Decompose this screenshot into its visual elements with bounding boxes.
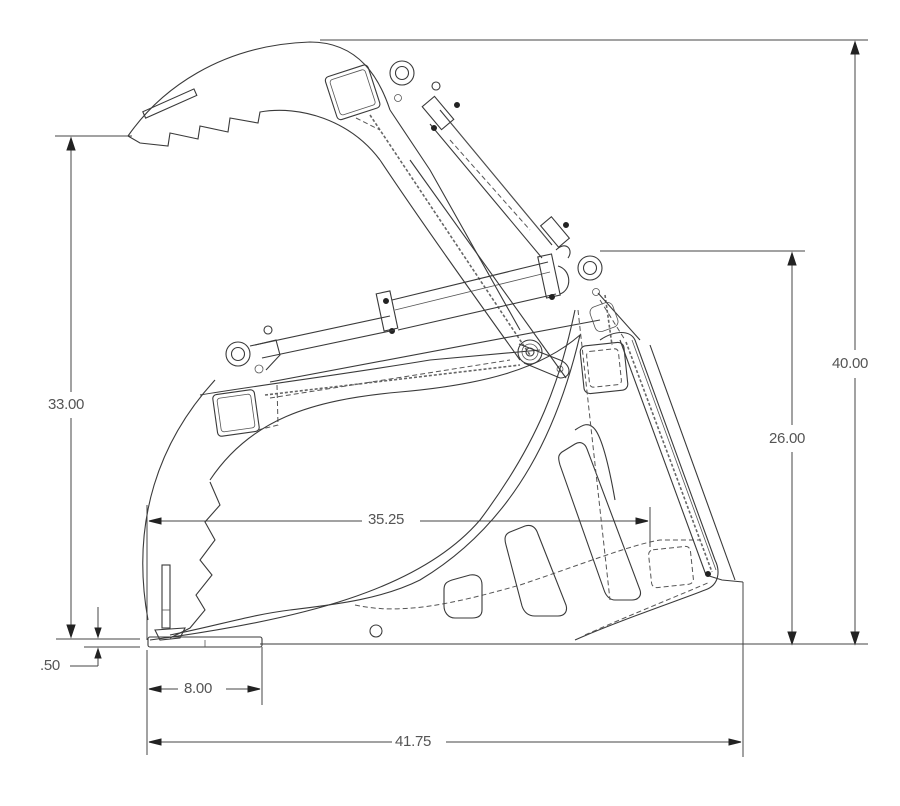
dimension-label-cutting-edge-length: 8.00: [182, 680, 214, 697]
dimension-label-overall-height: 40.00: [830, 355, 871, 372]
dimension-label-tine-tip-height: 33.00: [46, 396, 87, 413]
dimension-label-cutting-edge-thickness: .50: [38, 657, 62, 674]
lower-arm: [199, 159, 601, 437]
upper-hydraulic-cylinder: [421, 95, 571, 259]
dimension-label-overall-length: 41.75: [393, 733, 434, 750]
grapple-arm: [127, 41, 531, 361]
dimension-label-opening-depth: 35.25: [366, 511, 407, 528]
main-pivot: [577, 255, 603, 296]
bucket-shell: [142, 292, 744, 648]
dimension-lines: [55, 39, 868, 757]
dimension-label-pivot-height: 26.00: [767, 430, 808, 447]
